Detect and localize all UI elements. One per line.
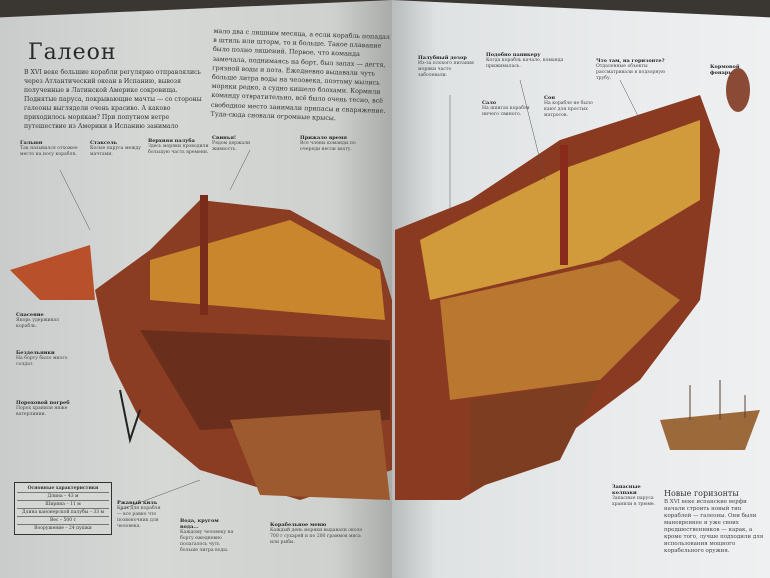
new-horizons-section: Новые горизонты В XVI веке испанские вер…	[664, 490, 764, 555]
label-stern-lantern: Кормовой фонарь	[710, 64, 740, 76]
intro-text-left: В XVI веке большие корабли регулярно отп…	[24, 69, 202, 130]
anchor-icon	[119, 389, 141, 444]
label-horizon-spyglass: Что там, на горизонте?Отдаленные объекты…	[596, 58, 666, 81]
label-water: Вода, кругом вода...Каждому человеку на …	[180, 518, 234, 553]
new-horizons-text: В XVI веке испанские верфи начали строит…	[664, 499, 764, 554]
label-pig: Свинья!Рядом держали живность.	[212, 135, 251, 152]
ship-left-half	[10, 195, 392, 500]
stern-lantern-icon	[726, 68, 750, 112]
small-galleon-icon	[660, 410, 760, 450]
new-horizons-heading: Новые горизонты	[664, 489, 739, 498]
ship-right-half	[395, 68, 760, 500]
page-title: Галеон	[28, 40, 117, 65]
